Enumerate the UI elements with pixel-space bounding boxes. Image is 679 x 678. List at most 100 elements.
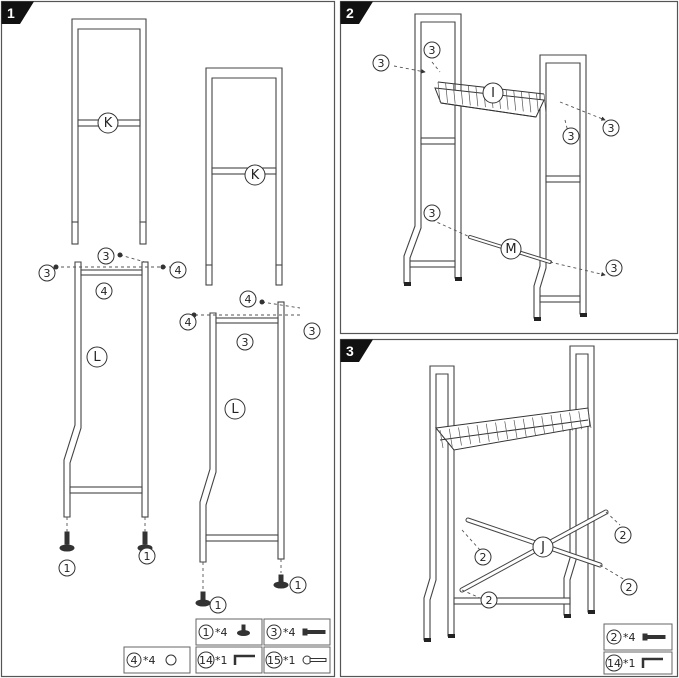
label-3-a: 3 (38, 264, 56, 282)
panel-3 (339, 338, 679, 678)
label-l-1: L (86, 346, 108, 368)
guides-panel-1 (55, 254, 301, 590)
legend-panel-1 (123, 618, 331, 674)
svg-text:*1: *1 (283, 654, 296, 667)
svg-text:2: 2 (486, 594, 493, 607)
feet-panel-2 (404, 277, 587, 321)
frame-l-left (63, 261, 149, 518)
frame-right-panel-2 (533, 54, 587, 319)
svg-text:14: 14 (607, 657, 621, 670)
svg-text:3: 3 (309, 325, 316, 338)
label-2-b: 2 (474, 548, 492, 566)
svg-text:3: 3 (242, 336, 249, 349)
svg-text:1: 1 (203, 626, 210, 639)
svg-text:15: 15 (267, 654, 281, 667)
leveling-foot-icon (237, 624, 250, 636)
step-badge-2: 2 (340, 1, 373, 24)
svg-text:L: L (231, 402, 239, 417)
legend-part-15: 15*1 (265, 651, 327, 669)
bottom-bar-panel-3 (453, 597, 571, 605)
label-4-a: 4 (169, 261, 187, 279)
legend-part-1: 1*4 (198, 624, 250, 640)
label-4-d: 4 (179, 313, 197, 331)
label-3-g: 3 (562, 127, 580, 145)
label-4-b: 4 (95, 282, 113, 300)
svg-text:K: K (251, 168, 260, 183)
svg-text:*1: *1 (623, 657, 636, 670)
label-3-d: 3 (303, 322, 321, 340)
bolt-icon (642, 633, 666, 641)
svg-text:3: 3 (429, 207, 436, 220)
svg-text:2: 2 (611, 631, 618, 644)
svg-text:*4: *4 (283, 626, 296, 639)
svg-text:1: 1 (64, 562, 71, 575)
svg-text:3: 3 (608, 122, 615, 135)
svg-text:4: 4 (175, 264, 182, 277)
frame-k-right (205, 67, 283, 286)
svg-text:4: 4 (185, 316, 192, 329)
label-3-h: 3 (602, 119, 620, 137)
feet-panel-1 (59, 531, 289, 607)
label-m: M (500, 238, 522, 260)
label-k-2: K (244, 164, 266, 186)
svg-text:3: 3 (568, 130, 575, 143)
frame-right-panel-3 (563, 345, 595, 616)
svg-text:14: 14 (199, 654, 213, 667)
hardware-panel-1 (53, 252, 265, 318)
label-1-c: 1 (209, 596, 227, 614)
legend-part-4: 4 *4 (126, 652, 177, 668)
svg-text:3: 3 (611, 262, 618, 275)
bolt-icon (302, 628, 326, 636)
guides-panel-2 (393, 61, 606, 277)
cap-nut-icon (165, 654, 177, 666)
step-badge-3: 3 (340, 339, 373, 362)
svg-text:3: 3 (271, 626, 278, 639)
svg-text:4: 4 (101, 285, 108, 298)
panel-2 (339, 0, 679, 335)
svg-text:1: 1 (144, 550, 151, 563)
allen-key-icon (641, 657, 663, 668)
guides-panel-3 (461, 511, 626, 599)
svg-text:3: 3 (346, 343, 354, 359)
svg-text:*4: *4 (143, 654, 156, 667)
svg-text:*1: *1 (215, 654, 228, 667)
svg-text:*4: *4 (623, 631, 636, 644)
basket-wires-panel-3 (439, 409, 592, 449)
label-l-2: L (224, 398, 246, 420)
legend-panel-3 (603, 623, 673, 675)
step-badge-1: 1 (1, 1, 34, 24)
legend-part-3: 3 *4 (266, 624, 326, 640)
svg-text:4: 4 (131, 654, 138, 667)
label-1-d: 1 (289, 576, 307, 594)
label-3-j: 3 (605, 259, 623, 277)
legend-part-14-b: 14*1 (605, 654, 663, 672)
svg-text:1: 1 (295, 579, 302, 592)
label-4-c: 4 (239, 290, 257, 308)
label-2-d: 2 (480, 591, 498, 609)
label-2-c: 2 (620, 578, 638, 596)
svg-text:M: M (505, 242, 516, 257)
svg-text:2: 2 (620, 529, 627, 542)
label-3-e: 3 (372, 54, 390, 72)
wrench-icon (302, 655, 327, 665)
svg-text:K: K (104, 116, 113, 131)
svg-text:L: L (93, 350, 101, 365)
svg-text:2: 2 (346, 5, 354, 21)
svg-text:I: I (491, 86, 495, 101)
legend-part-2: 2 *4 (606, 629, 666, 645)
label-1-a: 1 (58, 559, 76, 577)
frame-l-right (199, 301, 285, 563)
label-j: J (532, 536, 554, 558)
feet-panel-3 (424, 610, 595, 642)
label-1-b: 1 (138, 547, 156, 565)
label-3-i: 3 (423, 204, 441, 222)
svg-text:1: 1 (215, 599, 222, 612)
svg-text:2: 2 (626, 581, 633, 594)
svg-text:3: 3 (103, 250, 110, 263)
label-2-a: 2 (614, 526, 632, 544)
svg-text:1: 1 (7, 5, 15, 21)
label-i: I (482, 82, 504, 104)
allen-key-icon (233, 654, 255, 665)
